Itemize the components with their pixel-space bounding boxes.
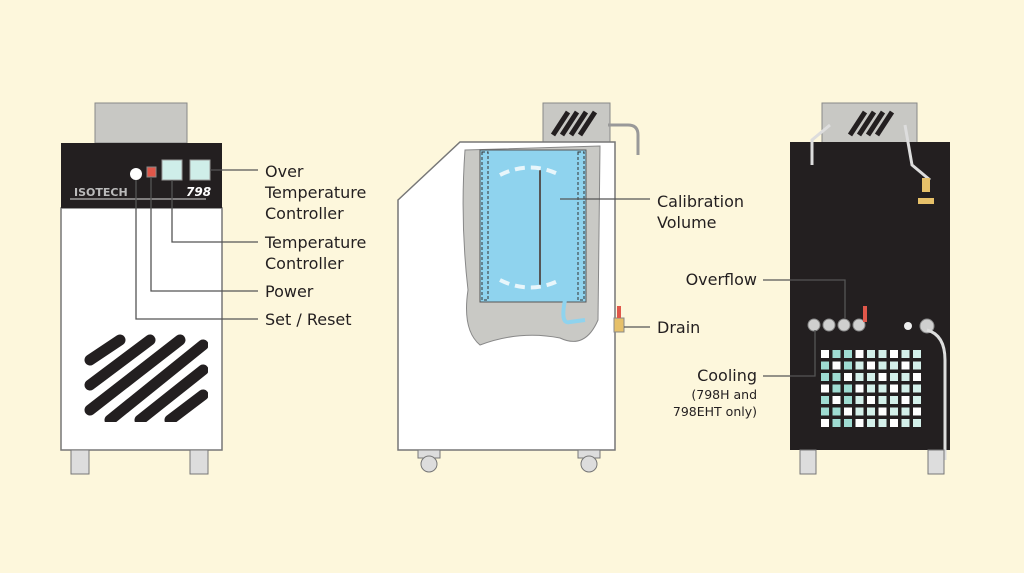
vent-cell: [890, 396, 898, 404]
vent-cell: [913, 373, 921, 381]
vent-cell: [821, 419, 829, 427]
rear-unit: Overflow Cooling (798H and 798EHT only): [673, 102, 950, 475]
vent-cell: [913, 350, 921, 358]
vent-cell: [913, 396, 921, 404]
vent-cell: [844, 407, 852, 416]
label-overflow: Overflow: [686, 270, 757, 289]
vent-cell: [844, 350, 852, 358]
label-temperature-controller-line2: Controller: [265, 254, 344, 273]
vent-cell: [832, 350, 841, 358]
side-wheels: [417, 449, 601, 473]
front-feet: [70, 449, 209, 475]
vent-cell: [901, 361, 910, 370]
vent-cell: [901, 396, 910, 404]
front-vents: [84, 334, 208, 422]
vent-cell: [890, 361, 898, 370]
top-cylinder: [94, 102, 188, 144]
vent-cell: [844, 361, 852, 370]
vent-cell: [844, 384, 852, 393]
front-unit: ISOTECH 798 Over Temperature Controller: [60, 102, 366, 475]
label-power: Power: [265, 282, 314, 301]
power-switch[interactable]: [146, 166, 157, 178]
vent-cell: [878, 350, 887, 358]
vent-cell: [913, 384, 921, 393]
vent-cell: [832, 396, 841, 404]
vent-cell: [890, 350, 898, 358]
side-vent: [550, 110, 598, 137]
vent-cell: [821, 350, 829, 358]
label-calibration-volume: Calibration: [657, 192, 744, 211]
vent-cell: [867, 350, 875, 358]
vent-cell: [913, 419, 921, 427]
vent-cell: [901, 407, 910, 416]
vent-cell: [832, 384, 841, 393]
vent-cell: [855, 407, 864, 416]
temperature-controller-display: [161, 159, 183, 181]
over-temperature-controller-display: [189, 159, 211, 181]
vent-cell: [901, 373, 910, 381]
vent-cell: [844, 396, 852, 404]
vent-cell: [855, 373, 864, 381]
side-unit: Calibration Volume Drain: [397, 102, 744, 473]
vent-cell: [878, 384, 887, 393]
vent-cell: [844, 373, 852, 381]
vent-cell: [867, 396, 875, 404]
vent-cell: [832, 407, 841, 416]
label-calibration-volume-line2: Volume: [657, 213, 717, 232]
vent-cell: [890, 419, 898, 427]
cooling-fittings[interactable]: [807, 318, 866, 332]
vent-cell: [855, 419, 864, 427]
drain-valve[interactable]: [613, 317, 625, 333]
label-cooling: Cooling: [697, 366, 757, 385]
vent-cell: [832, 419, 841, 427]
vent-cell: [901, 384, 910, 393]
label-temperature-controller: Temperature: [264, 233, 366, 252]
vent-cell: [913, 361, 921, 370]
calibration-volume-tank: [479, 149, 587, 303]
vent-cell: [832, 373, 841, 381]
label-cooling-note: (798H and: [691, 387, 757, 402]
vent-cell: [855, 396, 864, 404]
vent-cell: [890, 384, 898, 393]
label-cooling-note-line2: 798EHT only): [673, 404, 757, 419]
vent-cell: [867, 373, 875, 381]
vent-cell: [878, 373, 887, 381]
vent-cell: [821, 407, 829, 416]
label-over-temperature-controller: Over: [265, 162, 304, 181]
label-over-temperature-controller-line3: Controller: [265, 204, 344, 223]
vent-cell: [890, 373, 898, 381]
vent-cell: [855, 361, 864, 370]
label-drain: Drain: [657, 318, 700, 337]
vent-cell: [844, 419, 852, 427]
vent-cell: [867, 384, 875, 393]
vent-cell: [821, 396, 829, 404]
vent-cell: [855, 350, 864, 358]
label-over-temperature-controller-line2: Temperature: [264, 183, 366, 202]
vent-cell: [878, 361, 887, 370]
vent-cell: [901, 419, 910, 427]
vent-cell: [821, 373, 829, 381]
vent-cell: [878, 396, 887, 404]
vent-cell: [855, 384, 864, 393]
vent-cell: [821, 361, 829, 370]
vent-cell: [867, 407, 875, 416]
vent-cell: [878, 407, 887, 416]
vent-cell: [832, 361, 841, 370]
brand-logo: ISOTECH: [74, 186, 128, 199]
vent-cell: [901, 350, 910, 358]
vent-cell: [913, 407, 921, 416]
set-reset-button[interactable]: [130, 168, 142, 180]
label-set-reset: Set / Reset: [265, 310, 352, 329]
vent-cell: [867, 419, 875, 427]
vent-cell: [890, 407, 898, 416]
model-number: 798: [186, 185, 211, 199]
rear-vent-grid: [821, 350, 921, 427]
heating-coils: [481, 151, 585, 301]
overflow-pipe: [863, 306, 867, 322]
vent-cell: [867, 361, 875, 370]
vent-cell: [878, 419, 887, 427]
vent-cell: [821, 384, 829, 393]
